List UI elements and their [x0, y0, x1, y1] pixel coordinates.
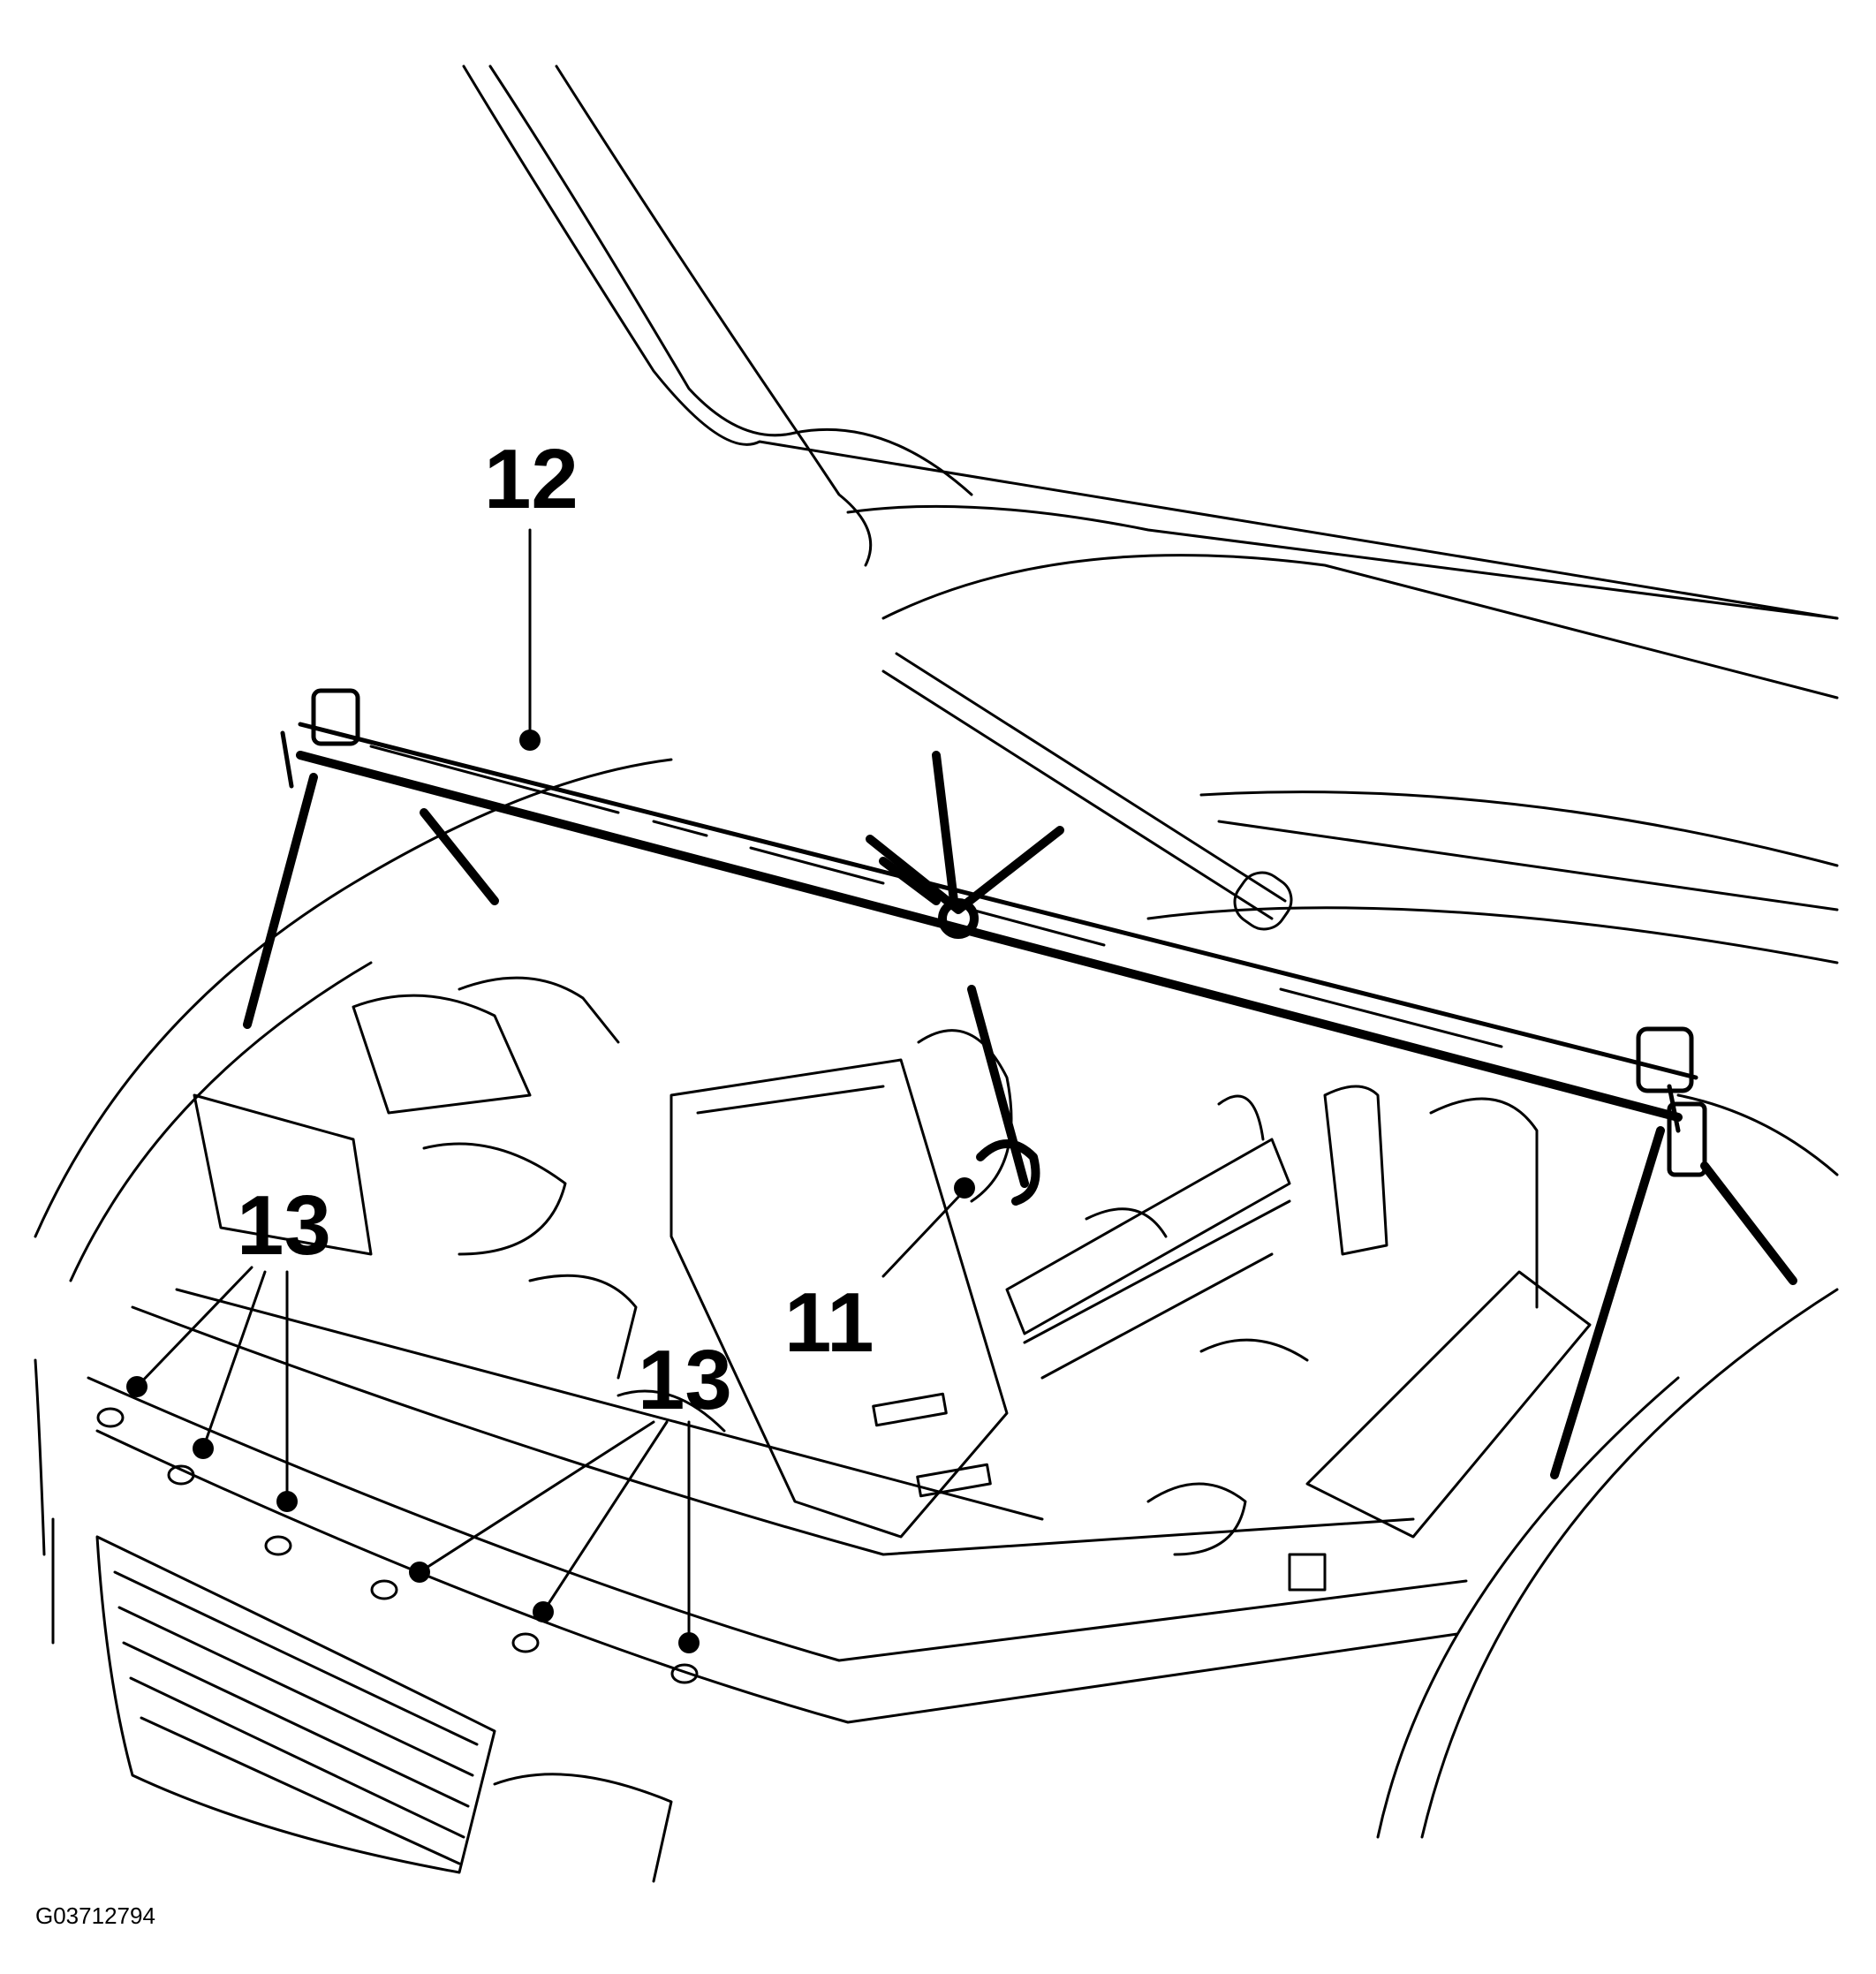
engine-components — [193, 976, 1592, 1592]
cowl-area — [1146, 790, 1839, 964]
callout-leaders — [135, 528, 975, 1645]
front-panel — [87, 1288, 1468, 1724]
engine-support-bar — [243, 688, 1797, 1479]
callout-11: 11 — [784, 1275, 874, 1370]
open-hood — [462, 64, 1839, 700]
callout-11-dot — [954, 1177, 975, 1199]
lifting-hook — [866, 751, 1064, 1206]
front-grille — [95, 1535, 673, 1883]
vehicle-body — [34, 758, 1839, 1839]
figure-id: G03712794 — [35, 1902, 155, 1929]
callout-12: 12 — [484, 432, 579, 526]
callout-13-right: 13 — [638, 1333, 732, 1427]
callout-13-left: 13 — [237, 1178, 331, 1273]
hood-strut — [881, 652, 1293, 931]
callout-12-dot — [519, 730, 541, 751]
